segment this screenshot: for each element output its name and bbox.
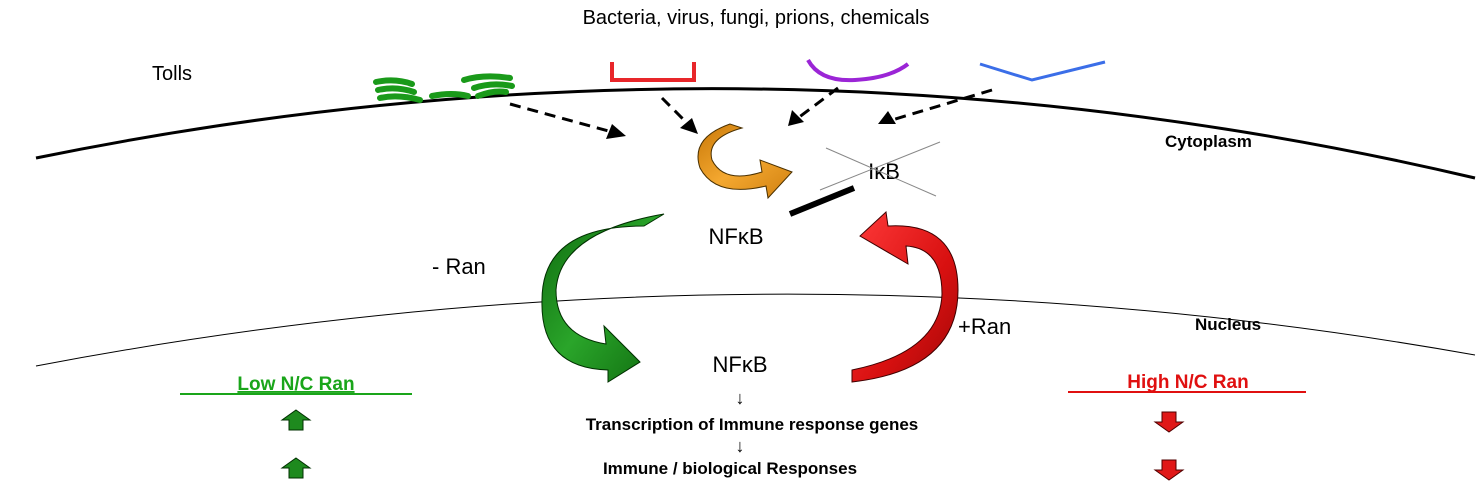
red-toll-receptor [610, 62, 696, 82]
stimulus-label: Bacteria, virus, fungi, prions, chemical… [583, 7, 930, 29]
red-export-arrow [851, 210, 959, 383]
high-ran-label: High N/C Ran [1127, 372, 1248, 393]
green-import-arrow [541, 213, 665, 383]
nucleus-label: Nucleus [1195, 315, 1261, 334]
nfkb-nucleus-label: NFκB [713, 352, 768, 377]
purple-toll-receptor [806, 58, 910, 83]
green-up-arrow-icon [280, 409, 312, 431]
nfkb-cytoplasm-label: NFκB [709, 224, 764, 249]
green-toll-receptor [373, 73, 515, 103]
red-down-arrow-icon [1153, 411, 1185, 433]
transcription-label: Transcription of Immune response genes [586, 415, 919, 434]
cytoplasm-label: Cytoplasm [1165, 132, 1252, 151]
flow-arrow-1: ↓ [736, 388, 745, 408]
signal-arrows [509, 86, 993, 134]
low-ran-label: Low N/C Ran [237, 374, 354, 395]
responses-label: Immune / biological Responses [603, 459, 857, 478]
signal-arrowheads [606, 110, 896, 139]
blue-toll-receptor [979, 60, 1106, 82]
nuclear-membrane [35, 293, 1476, 367]
ikb-cross [819, 141, 941, 197]
green-up-arrow-icon [280, 457, 312, 479]
activation-arrow [697, 123, 793, 200]
cell-membrane [35, 87, 1476, 180]
ikb-inhibition-bar [788, 185, 856, 217]
tolls-label: Tolls [152, 63, 192, 85]
minus-ran-label: - Ran [432, 254, 486, 279]
red-down-arrow-icon [1153, 459, 1185, 481]
plus-ran-label: +Ran [958, 314, 1011, 339]
ikb-label: IκB [868, 159, 900, 184]
flow-arrow-2: ↓ [736, 436, 745, 456]
